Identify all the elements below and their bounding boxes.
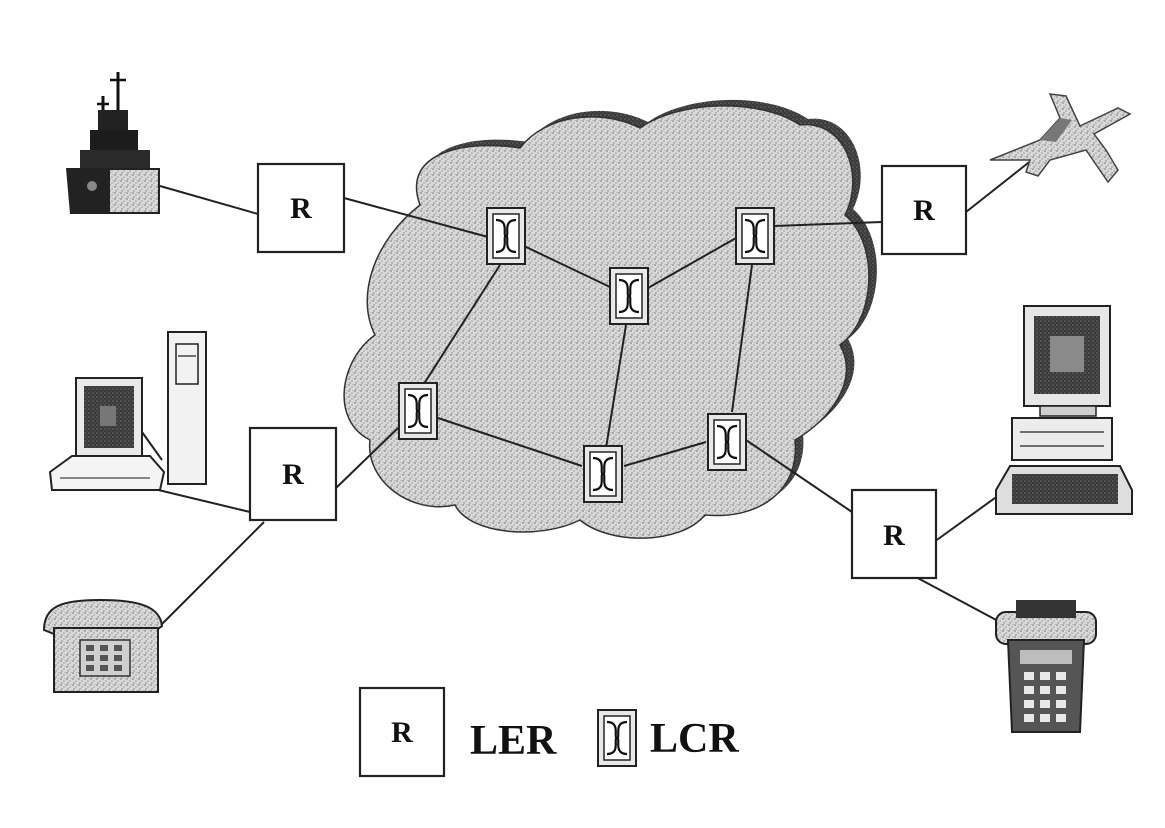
link-lcr1-lcr4 (419, 264, 501, 391)
ler-router-bottom-right: R (850, 488, 938, 580)
router-label: R (282, 458, 304, 491)
ler-router-top-right: R (880, 164, 968, 256)
link-lcr5-lcr6 (623, 441, 707, 467)
warship-icon (66, 72, 160, 214)
lcr-switch (608, 266, 650, 326)
ler-router-top-left: R (256, 162, 346, 254)
lcr-switch (734, 206, 776, 266)
ler-router-left: R (248, 426, 338, 522)
telephone-icon (42, 598, 164, 693)
legend-lcr-symbol (596, 708, 638, 768)
link-lcr4-ler (335, 427, 399, 489)
legend-router-label: R (391, 716, 413, 749)
link-ler-lcr1 (343, 197, 489, 238)
link-lcr3-lcr6 (731, 264, 753, 413)
router-label: R (290, 192, 312, 225)
legend-ler-symbol: R (358, 686, 446, 778)
link-lcr1-lcr2 (523, 245, 611, 288)
legend: R LER LCR (358, 686, 739, 778)
fax-terminal-icon (995, 600, 1097, 733)
lcr-switch (582, 444, 624, 504)
link-ler-fax (911, 574, 1001, 623)
link-lcr4-lcr5 (437, 417, 583, 467)
legend-ler-label: LER (470, 718, 557, 764)
router-label: R (883, 519, 905, 552)
lcr-switch (485, 206, 527, 266)
lcr-switch (397, 381, 439, 441)
link-lcr6-ler (745, 439, 853, 513)
link-lcr2-lcr5 (605, 324, 627, 449)
router-label: R (913, 194, 935, 227)
workstation-icon (995, 305, 1133, 515)
fighter-jet-icon (989, 93, 1132, 184)
link-lcr3-ler (773, 221, 883, 227)
link-warship-ler (159, 185, 259, 215)
link-lcr2-lcr3 (647, 237, 737, 289)
lcr-switch (706, 412, 748, 472)
link-phone-ler (157, 521, 265, 629)
legend-lcr-label: LCR (650, 716, 739, 762)
desktop-pc-icon (48, 331, 207, 491)
link-ler-workstation (933, 489, 1007, 543)
link-desktop-ler (149, 487, 251, 513)
